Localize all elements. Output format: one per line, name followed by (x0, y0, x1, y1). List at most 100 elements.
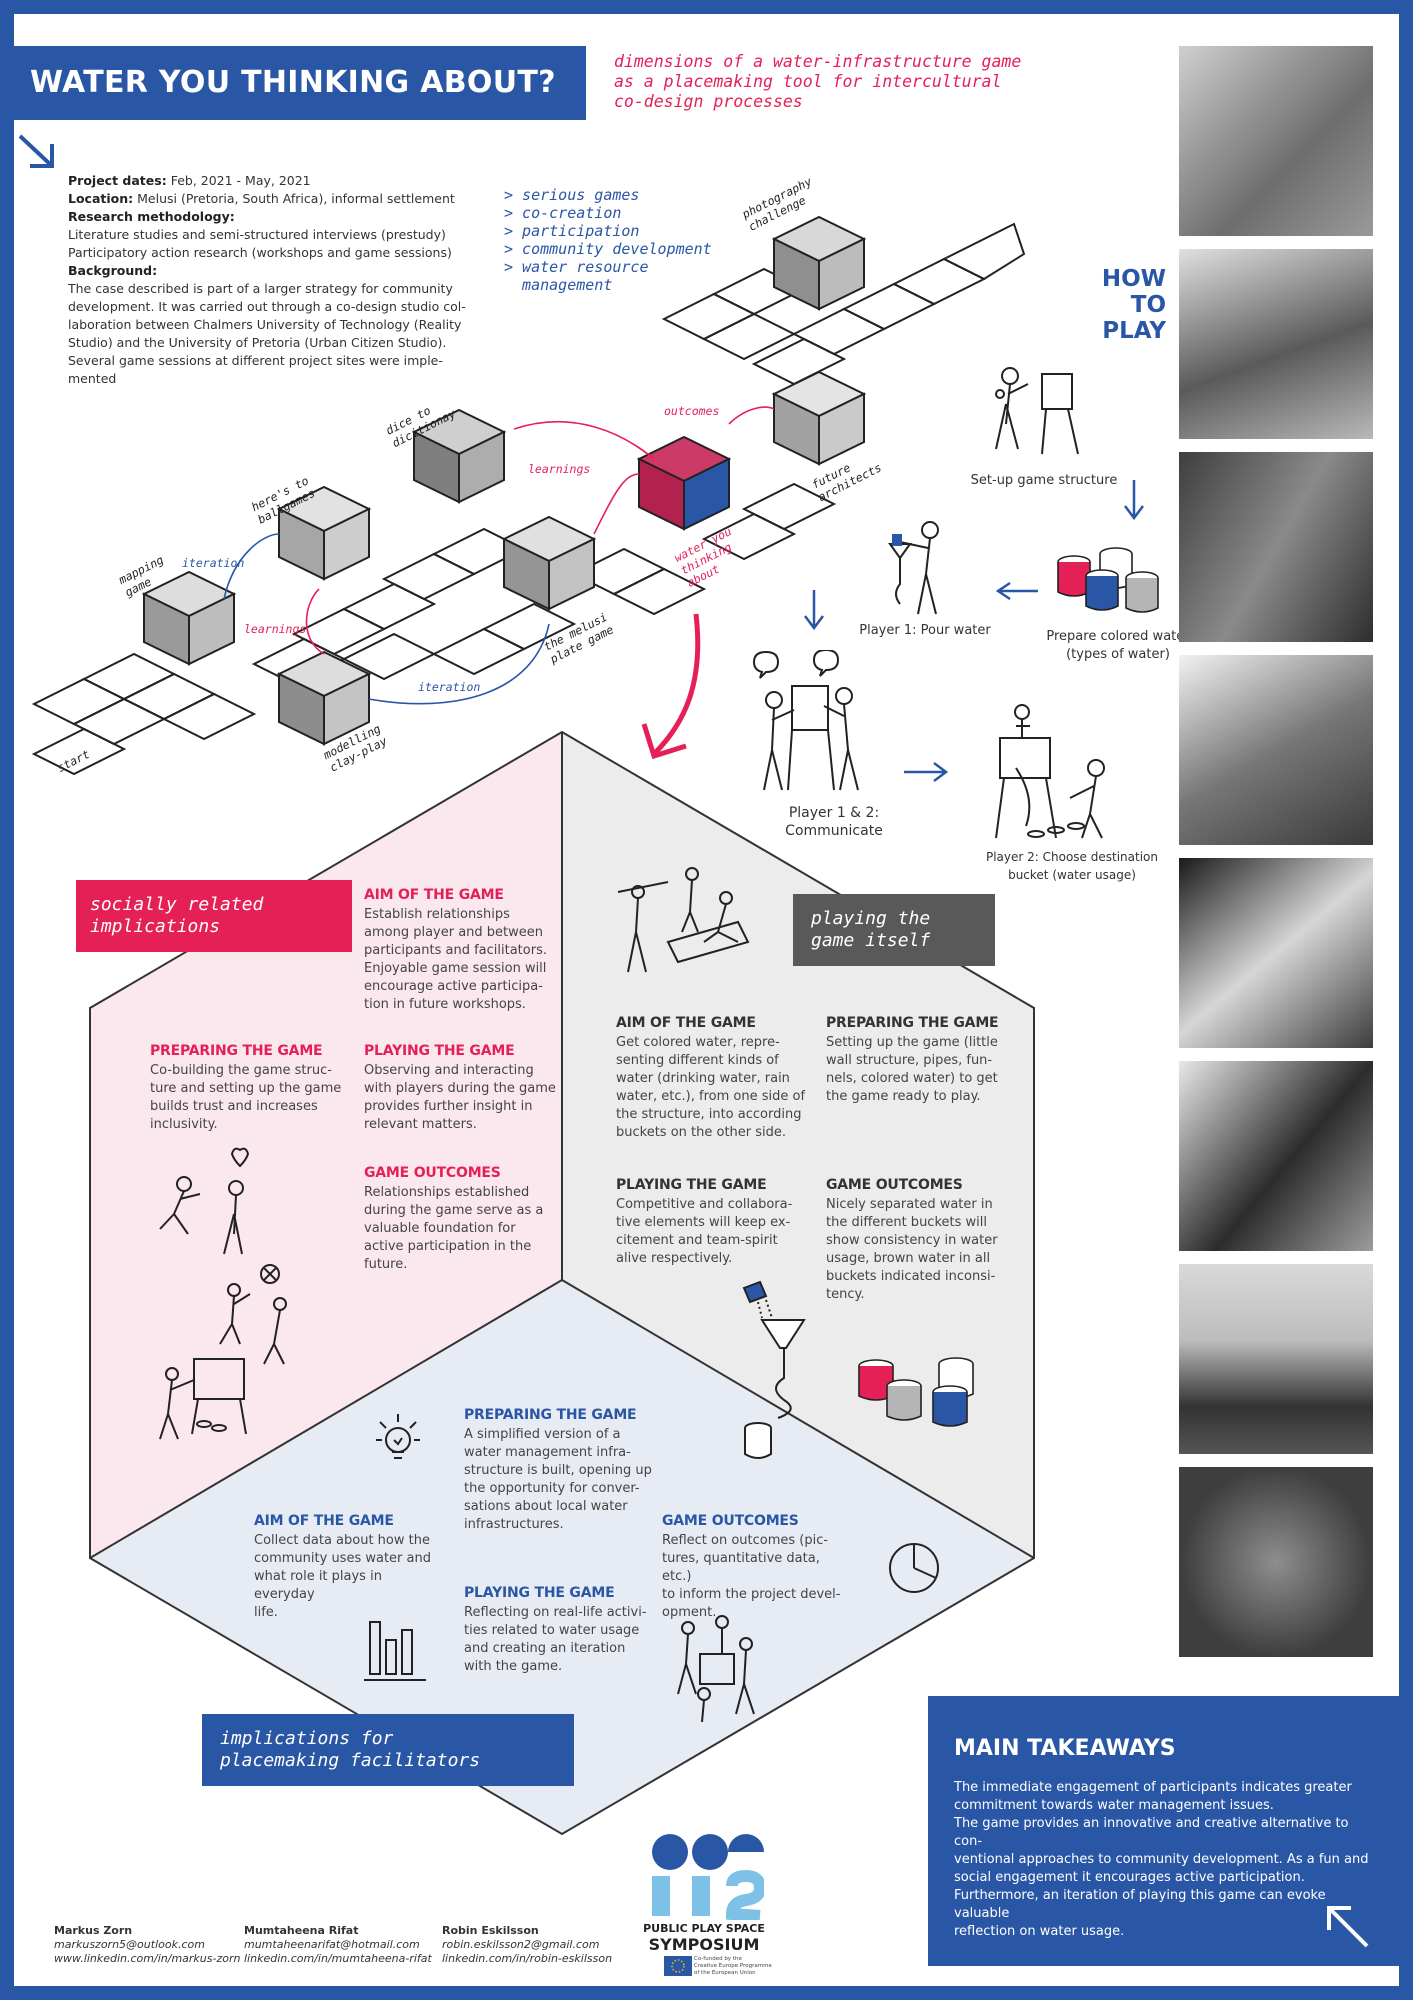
how-to-play-line: HOW (1101, 266, 1166, 292)
author-link[interactable]: www.linkedin.com/in/markus-zorn (54, 1952, 241, 1965)
setup-figure-icon (995, 367, 1079, 455)
author-email[interactable]: markuszorn5@outlook.com (54, 1938, 205, 1951)
keyword: management (504, 276, 613, 294)
learnings-arrow (513, 420, 655, 460)
photo (1179, 1264, 1373, 1454)
subtitle: dimensions of a water-infrastructure gam… (614, 52, 1154, 112)
takeaways-line: The game provides an innovative and crea… (954, 1816, 1349, 1849)
label-outcomes: outcomes (664, 404, 720, 418)
arrow-right-icon (904, 762, 949, 782)
outcomes-arrow (728, 406, 775, 425)
section-text: Reflecting on real-life activi- ties rel… (464, 1605, 647, 1674)
author-card: Markus Zorn markuszorn5@outlook.com www.… (54, 1924, 240, 1966)
research-line: Participatory action research (workshops… (68, 245, 452, 260)
background-line: mented (68, 371, 117, 386)
facilitators-figures-icon (677, 1615, 755, 1723)
photo (1179, 655, 1373, 845)
logo-line2: SYMPOSIUM (648, 1935, 760, 1954)
iteration-arrow (223, 533, 280, 600)
project-info: Project dates: Feb, 2021 - May, 2021 Loc… (68, 172, 473, 388)
section-heading: PLAYING THE GAME (364, 1043, 515, 1059)
arrow-down-right-icon (18, 134, 54, 168)
social-prep: PREPARING THE GAME Co-building the game … (150, 1042, 350, 1134)
section-text: Establish relationships among player and… (364, 907, 547, 1012)
playing-outcomes: GAME OUTCOMES Nicely separated water in … (826, 1176, 1026, 1304)
section-heading: PREPARING THE GAME (150, 1043, 323, 1059)
symposium-logo-icon (652, 1834, 764, 1920)
author-name: Mumtaheena Rifat (244, 1924, 359, 1937)
section-heading: PLAYING THE GAME (464, 1585, 615, 1601)
pouring-funnel-icon (742, 1280, 806, 1459)
step-pour-caption: Player 1: Pour water (859, 623, 991, 638)
keyword: > community development (504, 240, 712, 258)
facilitators-outcomes: GAME OUTCOMES Reflect on outcomes (pic- … (662, 1512, 852, 1622)
learnings-arrow (593, 473, 640, 535)
social-play: PLAYING THE GAME Observing and interacti… (364, 1042, 564, 1134)
location-label: Location: (68, 191, 134, 206)
section-text: Collect data about how the community use… (254, 1533, 431, 1620)
section-heading: PREPARING THE GAME (826, 1015, 999, 1031)
learnings-arrow (305, 588, 325, 655)
label-learnings: learnings (244, 622, 307, 636)
takeaways-line: social engagement it encourages active p… (954, 1870, 1305, 1885)
facilitators-aim: AIM OF THE GAME Collect data about how t… (254, 1512, 444, 1622)
arrow-left-icon (996, 581, 1038, 601)
background-line: development. It was carried out through … (68, 299, 466, 314)
cube-ballgames (276, 485, 372, 581)
takeaways-line: reflection on water usage. (954, 1924, 1125, 1939)
author-link[interactable]: linkedin.com/in/mumtaheena-rifat (244, 1952, 432, 1965)
section-text: Setting up the game (little wall structu… (826, 1035, 998, 1104)
author-email[interactable]: mumtaheenarifat@hotmail.com (244, 1938, 420, 1951)
arrow-down-icon (1124, 480, 1144, 521)
game-cubes (141, 215, 867, 746)
iteration-arrows (223, 406, 775, 705)
section-heading: GAME OUTCOMES (662, 1513, 799, 1529)
social-outcomes: GAME OUTCOMES Relationships established … (364, 1164, 564, 1274)
takeaways-line: commitment towards water management issu… (954, 1798, 1274, 1813)
photo (1179, 452, 1373, 642)
section-heading: GAME OUTCOMES (364, 1165, 501, 1181)
playing-figures-icon (617, 867, 750, 973)
photo (1179, 249, 1373, 439)
pie-chart-icon (889, 1543, 939, 1593)
section-text: Competitive and collabora- tive elements… (616, 1197, 793, 1266)
how-to-play-line: TO (1130, 292, 1166, 318)
step-setup-caption: Set-up game structure (970, 473, 1118, 488)
photo (1179, 1467, 1373, 1657)
bar-chart-icon (364, 1621, 426, 1681)
background-line: laboration between Chalmers University o… (68, 317, 462, 332)
takeaways-line: ventional approaches to community develo… (954, 1852, 1369, 1867)
background-label: Background: (68, 263, 158, 278)
cube-future-architects (771, 370, 867, 466)
lightbulb-icon (376, 1414, 420, 1459)
background-line: Studio) and the University of Pretoria (… (68, 335, 447, 350)
how-to-play-line: PLAY (1102, 318, 1166, 344)
playing-tag: playing the game itself (793, 894, 995, 966)
background-line: The case described is part of a larger s… (68, 281, 453, 296)
author-card: Robin Eskilsson robin.eskilsson2@gmail.c… (442, 1924, 612, 1966)
facilitators-play: PLAYING THE GAME Reflecting on real-life… (464, 1584, 654, 1676)
choose-bucket-figure-icon (995, 704, 1105, 839)
section-heading: AIM OF THE GAME (254, 1513, 394, 1529)
keyword-list: > serious games > co-creation > particip… (504, 186, 712, 294)
author-email[interactable]: robin.eskilsson2@gmail.com (442, 1938, 600, 1951)
takeaways-title: MAIN TAKEAWAYS (954, 1736, 1176, 1761)
cube-photography (771, 215, 867, 311)
arrowhead-icon (641, 723, 687, 760)
research-line: Literature studies and semi-structured i… (68, 227, 446, 242)
keyword: > serious games (504, 186, 640, 204)
author-name: Markus Zorn (54, 1924, 133, 1937)
background-line: Several game sessions at different proje… (68, 353, 443, 368)
keyword: > water resource (504, 258, 649, 276)
takeaways-line: Furthermore, an iteration of playing thi… (954, 1888, 1326, 1921)
cube-dictionary (411, 408, 507, 504)
section-heading: PLAYING THE GAME (616, 1177, 767, 1193)
photo (1179, 1061, 1373, 1251)
main-takeaways: MAIN TAKEAWAYS The immediate engagement … (928, 1696, 1399, 1966)
page-title: WATER YOU THINKING ABOUT? (14, 46, 586, 120)
section-text: Nicely separated water in the different … (826, 1197, 998, 1302)
author-link[interactable]: linkedin.com/in/robin-eskilsson (442, 1952, 613, 1965)
label-learnings: learnings (528, 462, 591, 476)
playing-play: PLAYING THE GAME Competitive and collabo… (616, 1176, 816, 1268)
keyword: > participation (504, 222, 640, 240)
